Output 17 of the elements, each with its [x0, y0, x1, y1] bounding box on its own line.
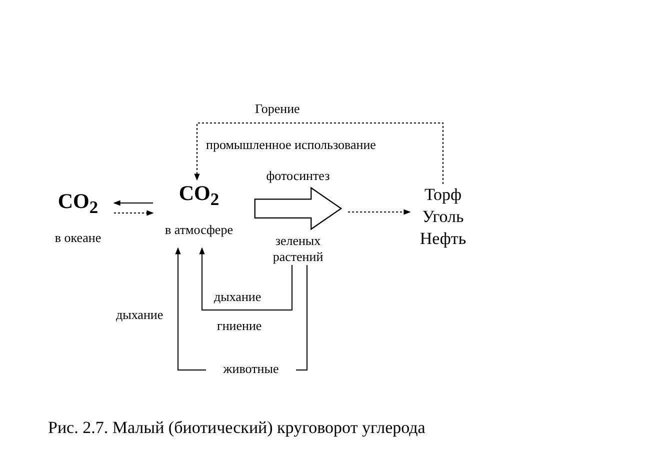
connector-arrow [175, 247, 206, 370]
deposit-text: Нефть [420, 228, 466, 250]
process-text: фотосинтез [266, 168, 330, 184]
connector-arrow [194, 122, 444, 184]
location-text: в атмосфере [165, 222, 233, 238]
connector-arrow [199, 247, 292, 310]
connector-arrow [113, 200, 154, 206]
deposit-text: Торф [424, 184, 462, 206]
connector-arrow [114, 210, 154, 216]
connector-arrow [348, 209, 411, 215]
node-text: животные [223, 361, 279, 377]
deposit-text: Уголь [422, 206, 464, 228]
formula-text: CO$_{2}$ [58, 188, 98, 220]
location-text: в океане [54, 230, 102, 246]
process-text: зеленых растений [272, 233, 324, 265]
formula-text: CO$_{2}$ [178, 180, 220, 212]
figure-caption: Рис. 2.7. Малый (биотический) круговорот углерода [48, 418, 426, 438]
